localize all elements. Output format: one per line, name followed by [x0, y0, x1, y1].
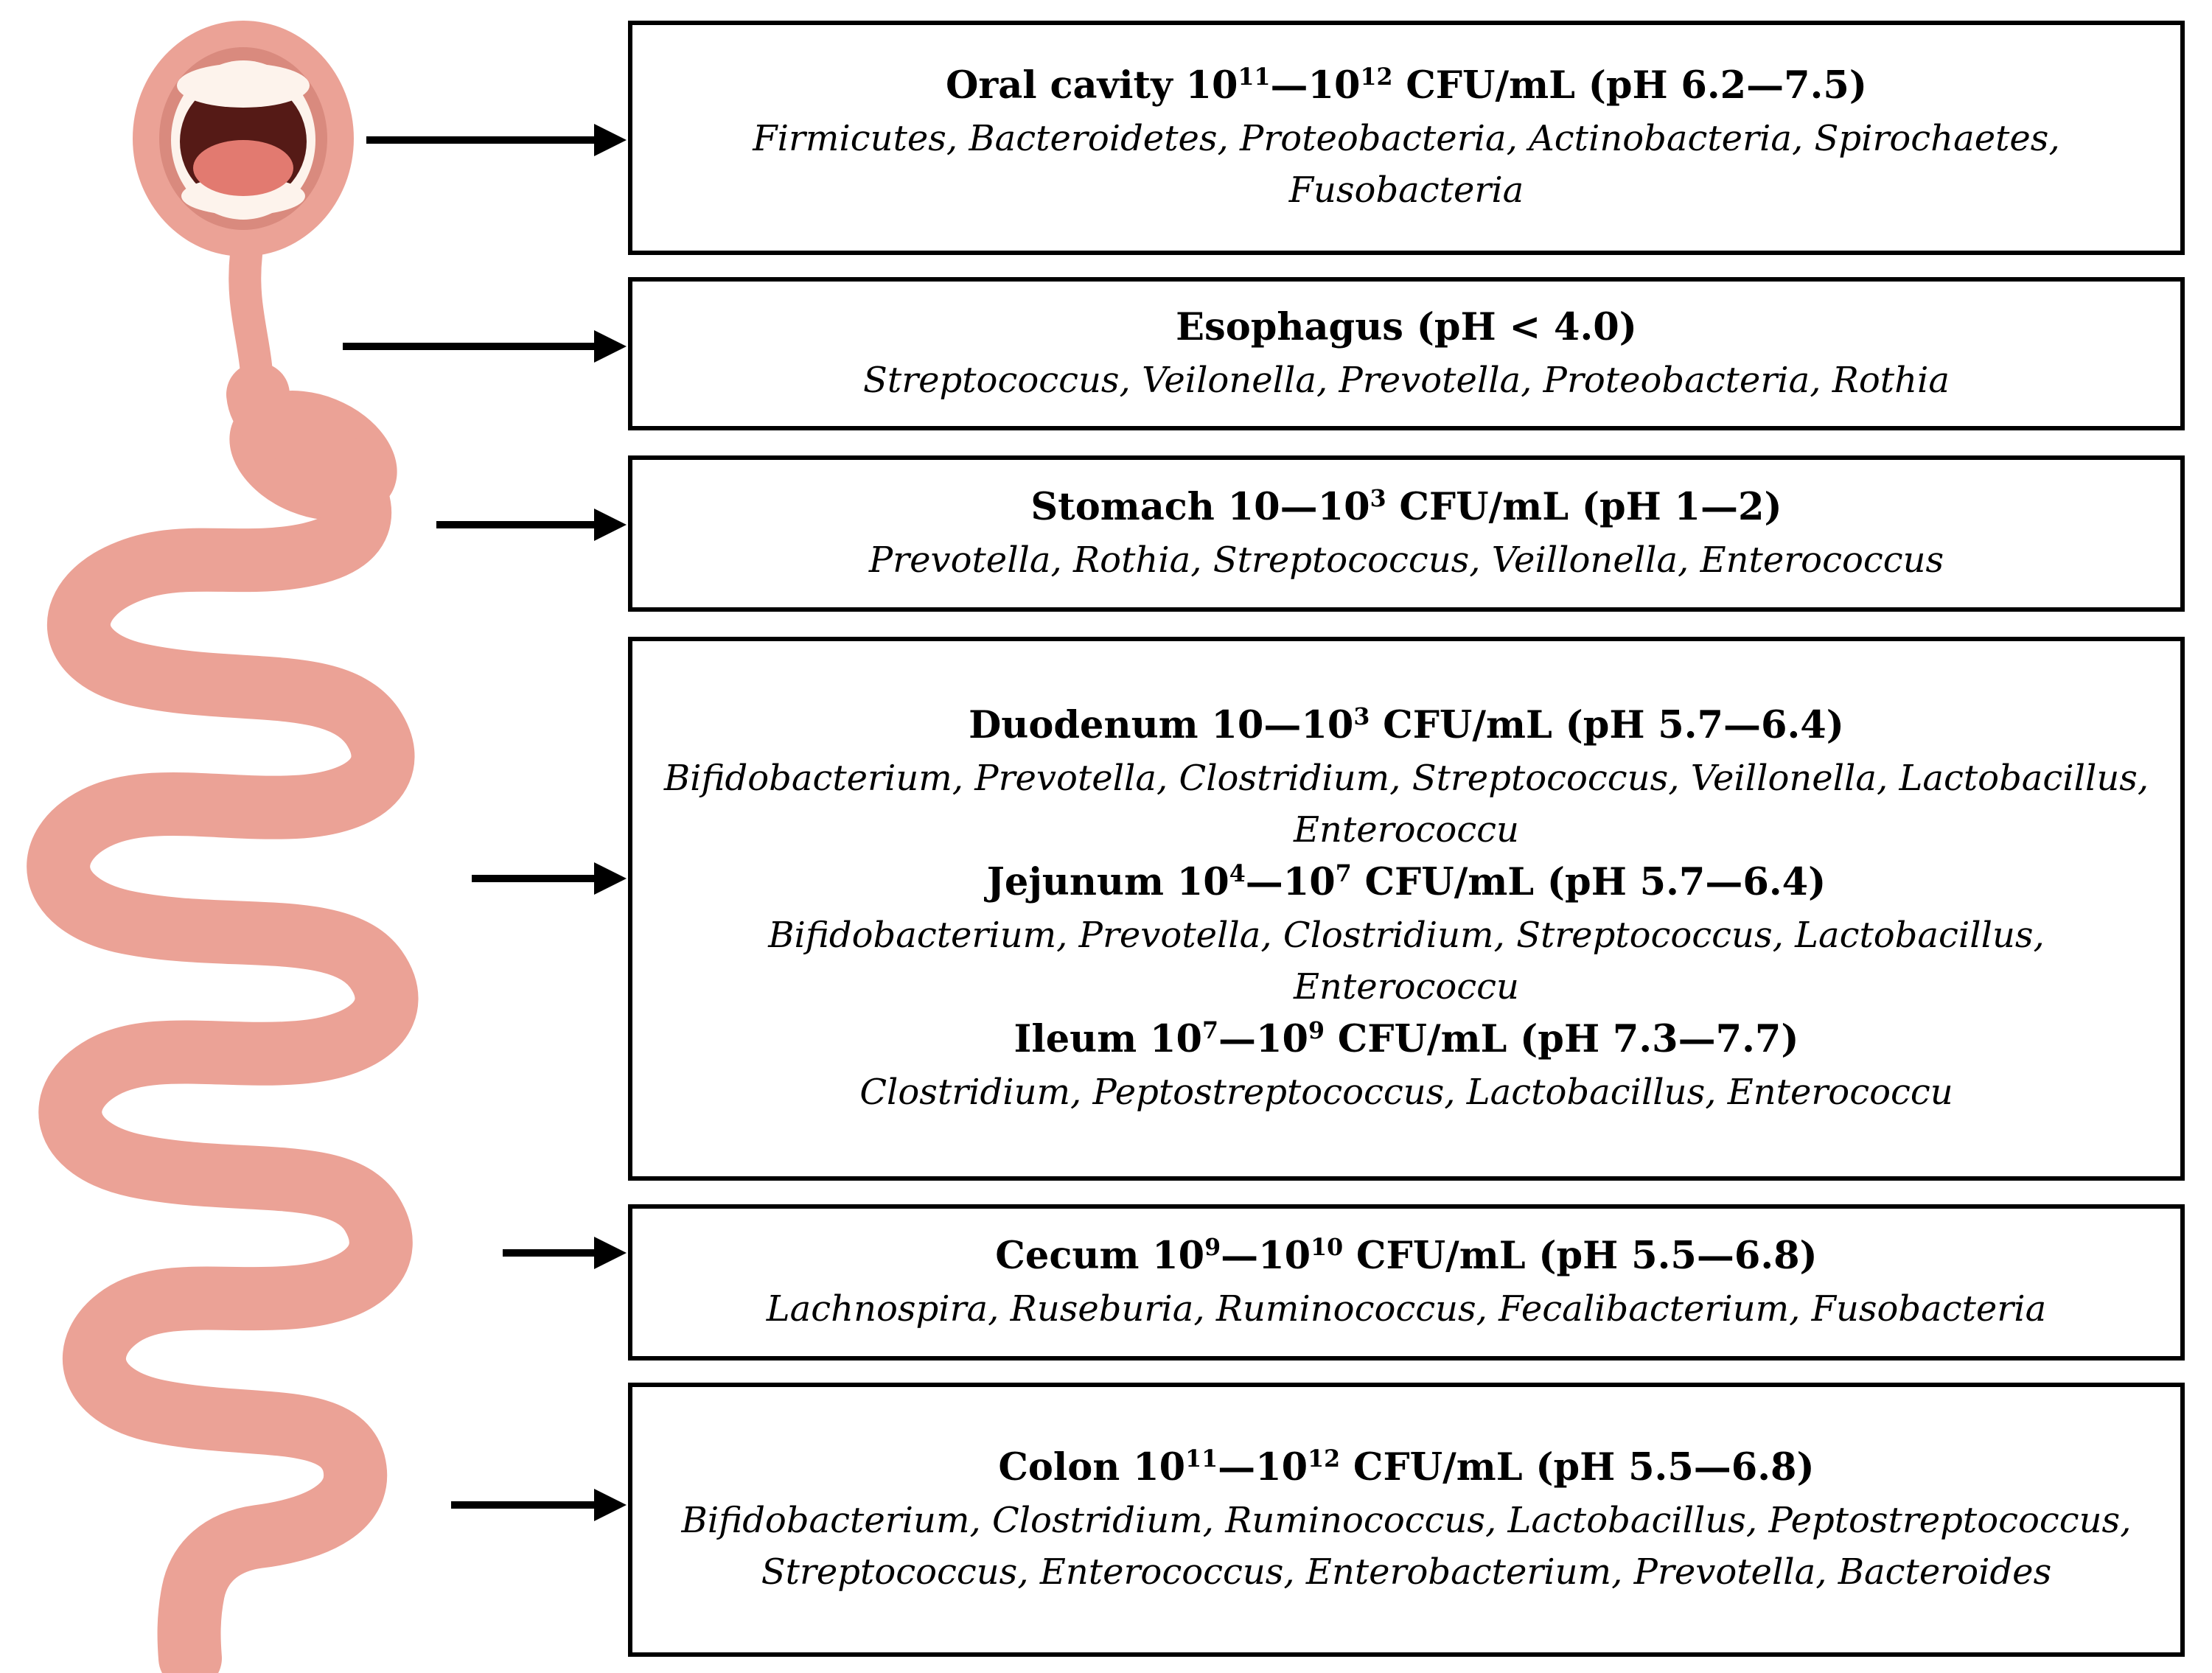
- arrow-esophagus-icon: [343, 330, 627, 363]
- small-intestine-section-title: Ileum 107—109 CFU/mL (pH 7.3—7.7): [1013, 1017, 1799, 1062]
- small-intestine-species-list: Clostridium, Peptostreptococcus, Lactoba…: [859, 1072, 1953, 1114]
- info-boxes: Oral cavity 1011—1012 CFU/mL (pH 6.2—7.5…: [628, 0, 2185, 1673]
- esophagus-section-title: Esophagus (pH < 4.0): [1176, 305, 1637, 350]
- info-box-oral-cavity: Oral cavity 1011—1012 CFU/mL (pH 6.2—7.5…: [628, 21, 2185, 255]
- cecum-section-title: Cecum 109—1010 CFU/mL (pH 5.5—6.8): [995, 1234, 1818, 1279]
- colon-section-title: Colon 1011—1012 CFU/mL (pH 5.5—6.8): [998, 1445, 1815, 1490]
- small-intestine-species-list: Bifidobacterium, Prevotella, Clostridium…: [768, 915, 2045, 1007]
- info-box-esophagus: Esophagus (pH < 4.0) Streptococcus, Veilo…: [628, 277, 2185, 430]
- oral-cavity-section-title: Oral cavity 1011—1012 CFU/mL (pH 6.2—7.5…: [945, 63, 1868, 108]
- gi-tract-illustration: [27, 21, 627, 1673]
- cecum-species-list: Lachnospira, Ruseburia, Ruminococcus, Fe…: [766, 1288, 2047, 1330]
- stomach-section-title: Stomach 10—103 CFU/mL (pH 1—2): [1030, 485, 1782, 530]
- info-box-colon: Colon 1011—1012 CFU/mL (pH 5.5—6.8) Bifid…: [628, 1383, 2185, 1657]
- info-box-small-intestine: Duodenum 10—103 CFU/mL (pH 5.7—6.4) Bifid…: [628, 637, 2185, 1181]
- small-intestine-section-title: Duodenum 10—103 CFU/mL (pH 5.7—6.4): [969, 703, 1844, 748]
- arrow-oral-cavity-icon: [366, 124, 627, 156]
- mouth-icon: [133, 21, 354, 256]
- info-box-cecum: Cecum 109—1010 CFU/mL (pH 5.5—6.8) Lachno…: [628, 1204, 2185, 1361]
- upper-teeth-icon: [177, 63, 310, 108]
- info-box-stomach: Stomach 10—103 CFU/mL (pH 1—2) Prevotella…: [628, 455, 2185, 612]
- arrow-cecum-icon: [503, 1237, 627, 1269]
- small-intestine-species-list: Bifidobacterium, Prevotella, Clostridium…: [663, 758, 2149, 851]
- arrow-colon-icon: [451, 1489, 627, 1521]
- esophagus-species-list: Streptococcus, Veilonella, Prevotella, P…: [863, 360, 1950, 402]
- colon-species-list: Bifidobacterium, Clostridium, Ruminococc…: [681, 1500, 2132, 1593]
- tongue-icon: [193, 140, 293, 196]
- stomach-species-list: Prevotella, Rothia, Streptococcus, Veill…: [868, 539, 1944, 581]
- intestines-tube: [27, 363, 419, 1673]
- arrow-small-intestine-icon: [472, 862, 627, 895]
- small-intestine-section-title: Jejunum 104—107 CFU/mL (pH 5.7—6.4): [986, 860, 1827, 905]
- arrow-stomach-icon: [436, 509, 627, 541]
- oral-cavity-species-list: Firmicutes, Bacteroidetes, Proteobacteri…: [753, 118, 2060, 211]
